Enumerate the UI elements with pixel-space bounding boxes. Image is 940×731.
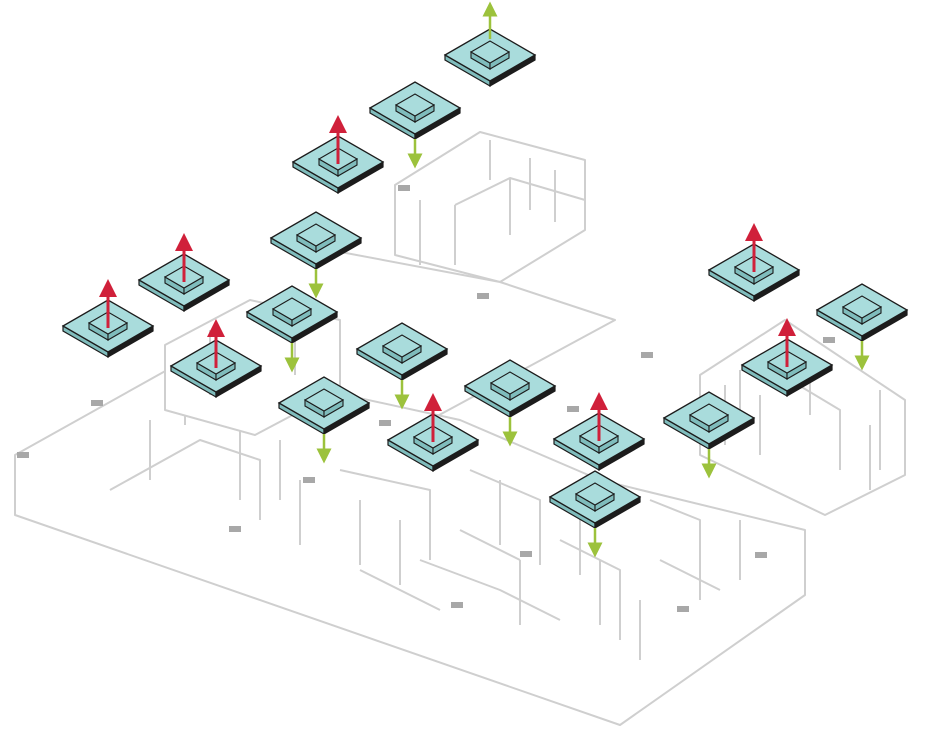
- diffuser-unit: [443, 1, 537, 88]
- box-top: [303, 388, 345, 412]
- diffuser-unit: [740, 318, 834, 398]
- diffuser-unit: [386, 393, 480, 473]
- diffuser-unit: [815, 283, 909, 371]
- diffuser-unit: [269, 211, 363, 299]
- rear-wing: [329, 131, 616, 421]
- diffuser-unit: [291, 115, 385, 195]
- diffuser-unit: [662, 391, 756, 479]
- diffuser-unit: [707, 223, 801, 303]
- diffuser-unit: [169, 319, 263, 399]
- diffuser-unit: [355, 322, 449, 410]
- diffuser-unit: [137, 233, 231, 313]
- diffuser-unit: [552, 392, 646, 472]
- structural-columns: [17, 185, 835, 612]
- diffuser-unit: [61, 279, 155, 359]
- diffuser-unit: [368, 81, 462, 169]
- box-top: [841, 295, 883, 319]
- diffuser-units: [61, 1, 909, 558]
- box-top: [271, 297, 313, 321]
- box-top: [295, 223, 337, 247]
- box-top: [394, 93, 436, 117]
- building-floor-plan: [14, 131, 906, 726]
- box-top: [489, 371, 531, 395]
- box-top: [574, 482, 616, 506]
- box-top: [688, 403, 730, 427]
- diffuser-unit: [245, 285, 339, 373]
- diffuser-unit: [277, 376, 371, 464]
- box-top: [469, 40, 511, 64]
- diffuser-unit: [463, 359, 557, 447]
- box-top: [381, 334, 423, 358]
- diffuser-unit: [548, 470, 642, 558]
